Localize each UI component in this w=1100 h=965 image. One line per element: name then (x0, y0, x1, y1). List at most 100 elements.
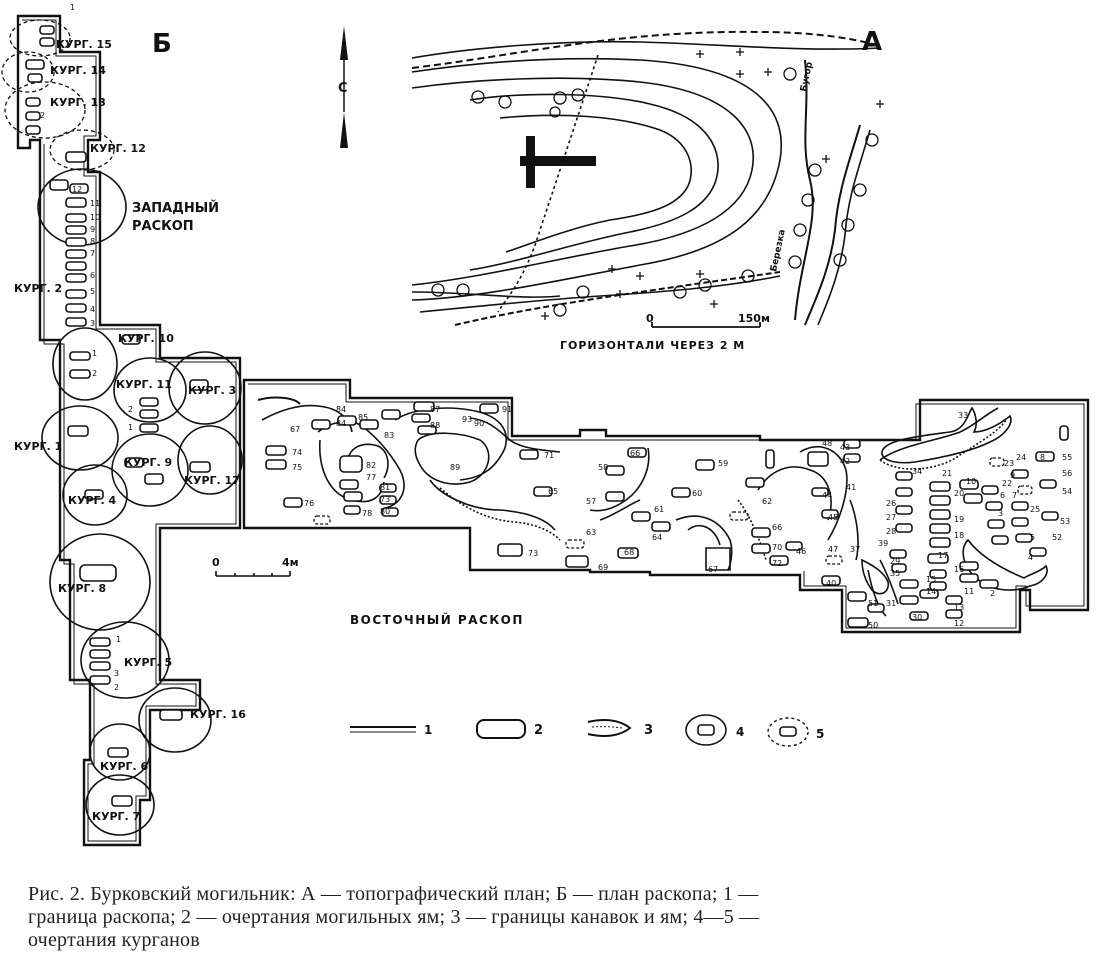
svg-text:9: 9 (1010, 471, 1015, 480)
svg-text:10: 10 (966, 477, 976, 486)
svg-text:66: 66 (630, 449, 640, 458)
svg-text:37: 37 (850, 545, 860, 554)
svg-text:15: 15 (926, 575, 936, 584)
svg-text:30: 30 (912, 613, 922, 622)
east-excavation-label: ВОСТОЧНЫЙ РАСКОП (350, 612, 524, 627)
svg-text:60: 60 (692, 489, 702, 498)
svg-text:12: 12 (954, 619, 964, 628)
figure-caption: Рис. 2. Бурковский могильник: А — топогр… (28, 883, 1088, 952)
legend-ditch-boundary: 3 (587, 719, 653, 738)
svg-text:10: 10 (90, 213, 100, 222)
kurgan-label: КУРГ. 5 (124, 656, 172, 669)
svg-text:84: 84 (336, 405, 346, 414)
panel-b-scale-start: 0 (212, 556, 220, 569)
ditch-outlines (257, 396, 1007, 617)
panel-a-letter: А (862, 27, 882, 57)
svg-text:2: 2 (128, 405, 133, 414)
map-legend: 1 2 3 4 5 (350, 714, 824, 747)
svg-text:47: 47 (828, 545, 838, 554)
svg-text:51: 51 (868, 599, 878, 608)
svg-text:67: 67 (290, 425, 300, 434)
svg-text:3: 3 (90, 319, 95, 328)
svg-text:45: 45 (828, 513, 838, 522)
legend-grave-pit: 2 (476, 719, 543, 739)
svg-text:1: 1 (116, 635, 121, 644)
legend-kurgan-outline: 4 (685, 714, 744, 746)
svg-text:88: 88 (430, 421, 440, 430)
svg-text:7: 7 (1012, 491, 1017, 500)
topographic-plan (411, 30, 881, 326)
svg-text:76: 76 (304, 499, 314, 508)
svg-text:2: 2 (92, 369, 97, 378)
svg-text:50: 50 (868, 621, 878, 630)
svg-text:11: 11 (90, 199, 100, 208)
svg-text:54: 54 (1062, 487, 1072, 496)
svg-text:19: 19 (954, 515, 964, 524)
svg-text:73: 73 (380, 495, 390, 504)
svg-text:29: 29 (890, 557, 900, 566)
svg-text:22: 22 (1002, 479, 1012, 488)
svg-text:4: 4 (90, 305, 95, 314)
kurgan-label: КУРГ. 15 (56, 38, 112, 51)
svg-text:40: 40 (826, 579, 836, 588)
kurgan-label: КУРГ. 2 (14, 282, 62, 295)
svg-text:2: 2 (990, 589, 995, 598)
panel-a-scale (651, 322, 761, 328)
svg-text:78: 78 (362, 509, 372, 518)
svg-text:67: 67 (708, 565, 718, 574)
svg-text:39: 39 (878, 539, 888, 548)
svg-text:90: 90 (474, 419, 484, 428)
kurgan-label: КУРГ. 16 (190, 708, 246, 721)
svg-text:87: 87 (430, 405, 440, 414)
svg-text:23: 23 (1004, 459, 1014, 468)
caption-line: Рис. 2. Бурковский могильник: А — топогр… (28, 883, 759, 905)
svg-text:20: 20 (954, 489, 964, 498)
svg-text:64: 64 (652, 533, 662, 542)
kurgan-labels: КУРГ. 15 КУРГ. 14 КУРГ. 13 КУРГ. 12 КУРГ… (14, 38, 246, 823)
svg-text:3: 3 (114, 669, 119, 678)
svg-text:68: 68 (624, 548, 634, 557)
east-grave-pits (265, 401, 1069, 628)
kurgan-label: КУРГ. 14 (50, 64, 106, 77)
svg-text:58: 58 (598, 463, 608, 472)
svg-text:1: 1 (92, 349, 97, 358)
svg-text:53: 53 (1060, 517, 1070, 526)
svg-text:5: 5 (1030, 533, 1035, 542)
panel-b-letter: Б (152, 29, 172, 59)
svg-text:59: 59 (718, 459, 728, 468)
legend-label: 3 (644, 723, 653, 738)
svg-text:13: 13 (954, 603, 964, 612)
west-excavation-label-2: РАСКОП (132, 219, 194, 234)
svg-text:4: 4 (1028, 553, 1033, 562)
panel-a-scale-end: 150м (738, 312, 770, 325)
svg-text:62: 62 (762, 497, 772, 506)
svg-text:85: 85 (358, 413, 368, 422)
svg-text:70: 70 (772, 543, 782, 552)
svg-text:52: 52 (1052, 533, 1062, 542)
svg-text:25: 25 (1030, 505, 1040, 514)
west-excavation-inner (22, 19, 237, 842)
west-excavation-label-1: ЗАПАДНЫЙ (132, 200, 219, 216)
legend-label: 4 (736, 725, 744, 739)
svg-text:57: 57 (586, 497, 596, 506)
tree-symbols (431, 67, 879, 317)
svg-text:71: 71 (544, 451, 554, 460)
svg-text:77: 77 (366, 473, 376, 482)
svg-text:84: 84 (336, 419, 346, 428)
river-label-2: Березка (769, 229, 788, 273)
svg-text:9: 9 (90, 225, 95, 234)
kurgan-outlines-dashed (1, 19, 115, 171)
river-label-1: Бугор (799, 61, 815, 93)
svg-text:46: 46 (796, 547, 806, 556)
kurgan-label: КУРГ. 4 (68, 494, 117, 507)
svg-text:3: 3 (998, 509, 1003, 518)
svg-text:65: 65 (548, 487, 558, 496)
svg-text:91: 91 (502, 405, 512, 414)
svg-text:83: 83 (384, 431, 394, 440)
svg-text:61: 61 (654, 505, 664, 514)
legend-label: 1 (424, 723, 432, 737)
svg-text:55: 55 (1062, 453, 1072, 462)
svg-text:41: 41 (846, 483, 856, 492)
svg-text:56: 56 (1062, 469, 1072, 478)
